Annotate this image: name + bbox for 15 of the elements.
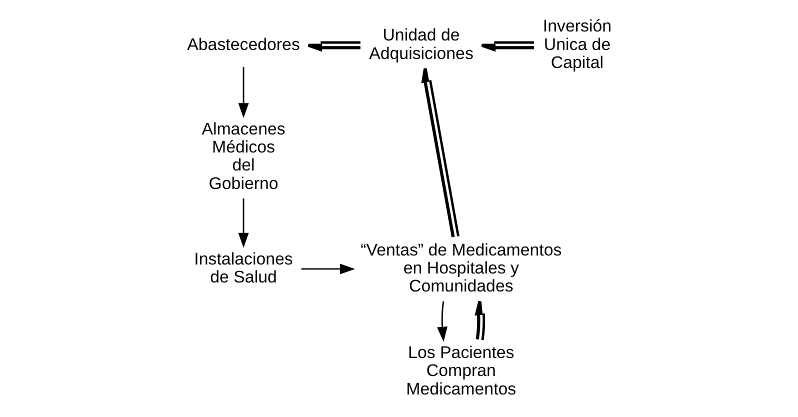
arrow [436, 301, 447, 342]
node-text: Inversión Unica de Capital [542, 16, 612, 72]
arrow [480, 41, 534, 52]
node-text: Almacenes Médicos del Gobierno [201, 119, 285, 193]
arrow [238, 198, 248, 248]
node-text: Abastecedores [186, 34, 300, 54]
arrow [474, 300, 485, 340]
node-text: “Ventas” de Medicamentos en Hospitales y Comunidades [360, 240, 562, 296]
node-text: Unidad de Adquisiciones [368, 26, 473, 63]
arrow [420, 66, 459, 238]
node-text: Los Pacientes Compran Medicamentos [406, 343, 516, 398]
arrow [306, 41, 360, 52]
arrow [300, 264, 355, 274]
node-text: Instalaciones de Salud [194, 249, 292, 286]
arrow [238, 67, 248, 118]
